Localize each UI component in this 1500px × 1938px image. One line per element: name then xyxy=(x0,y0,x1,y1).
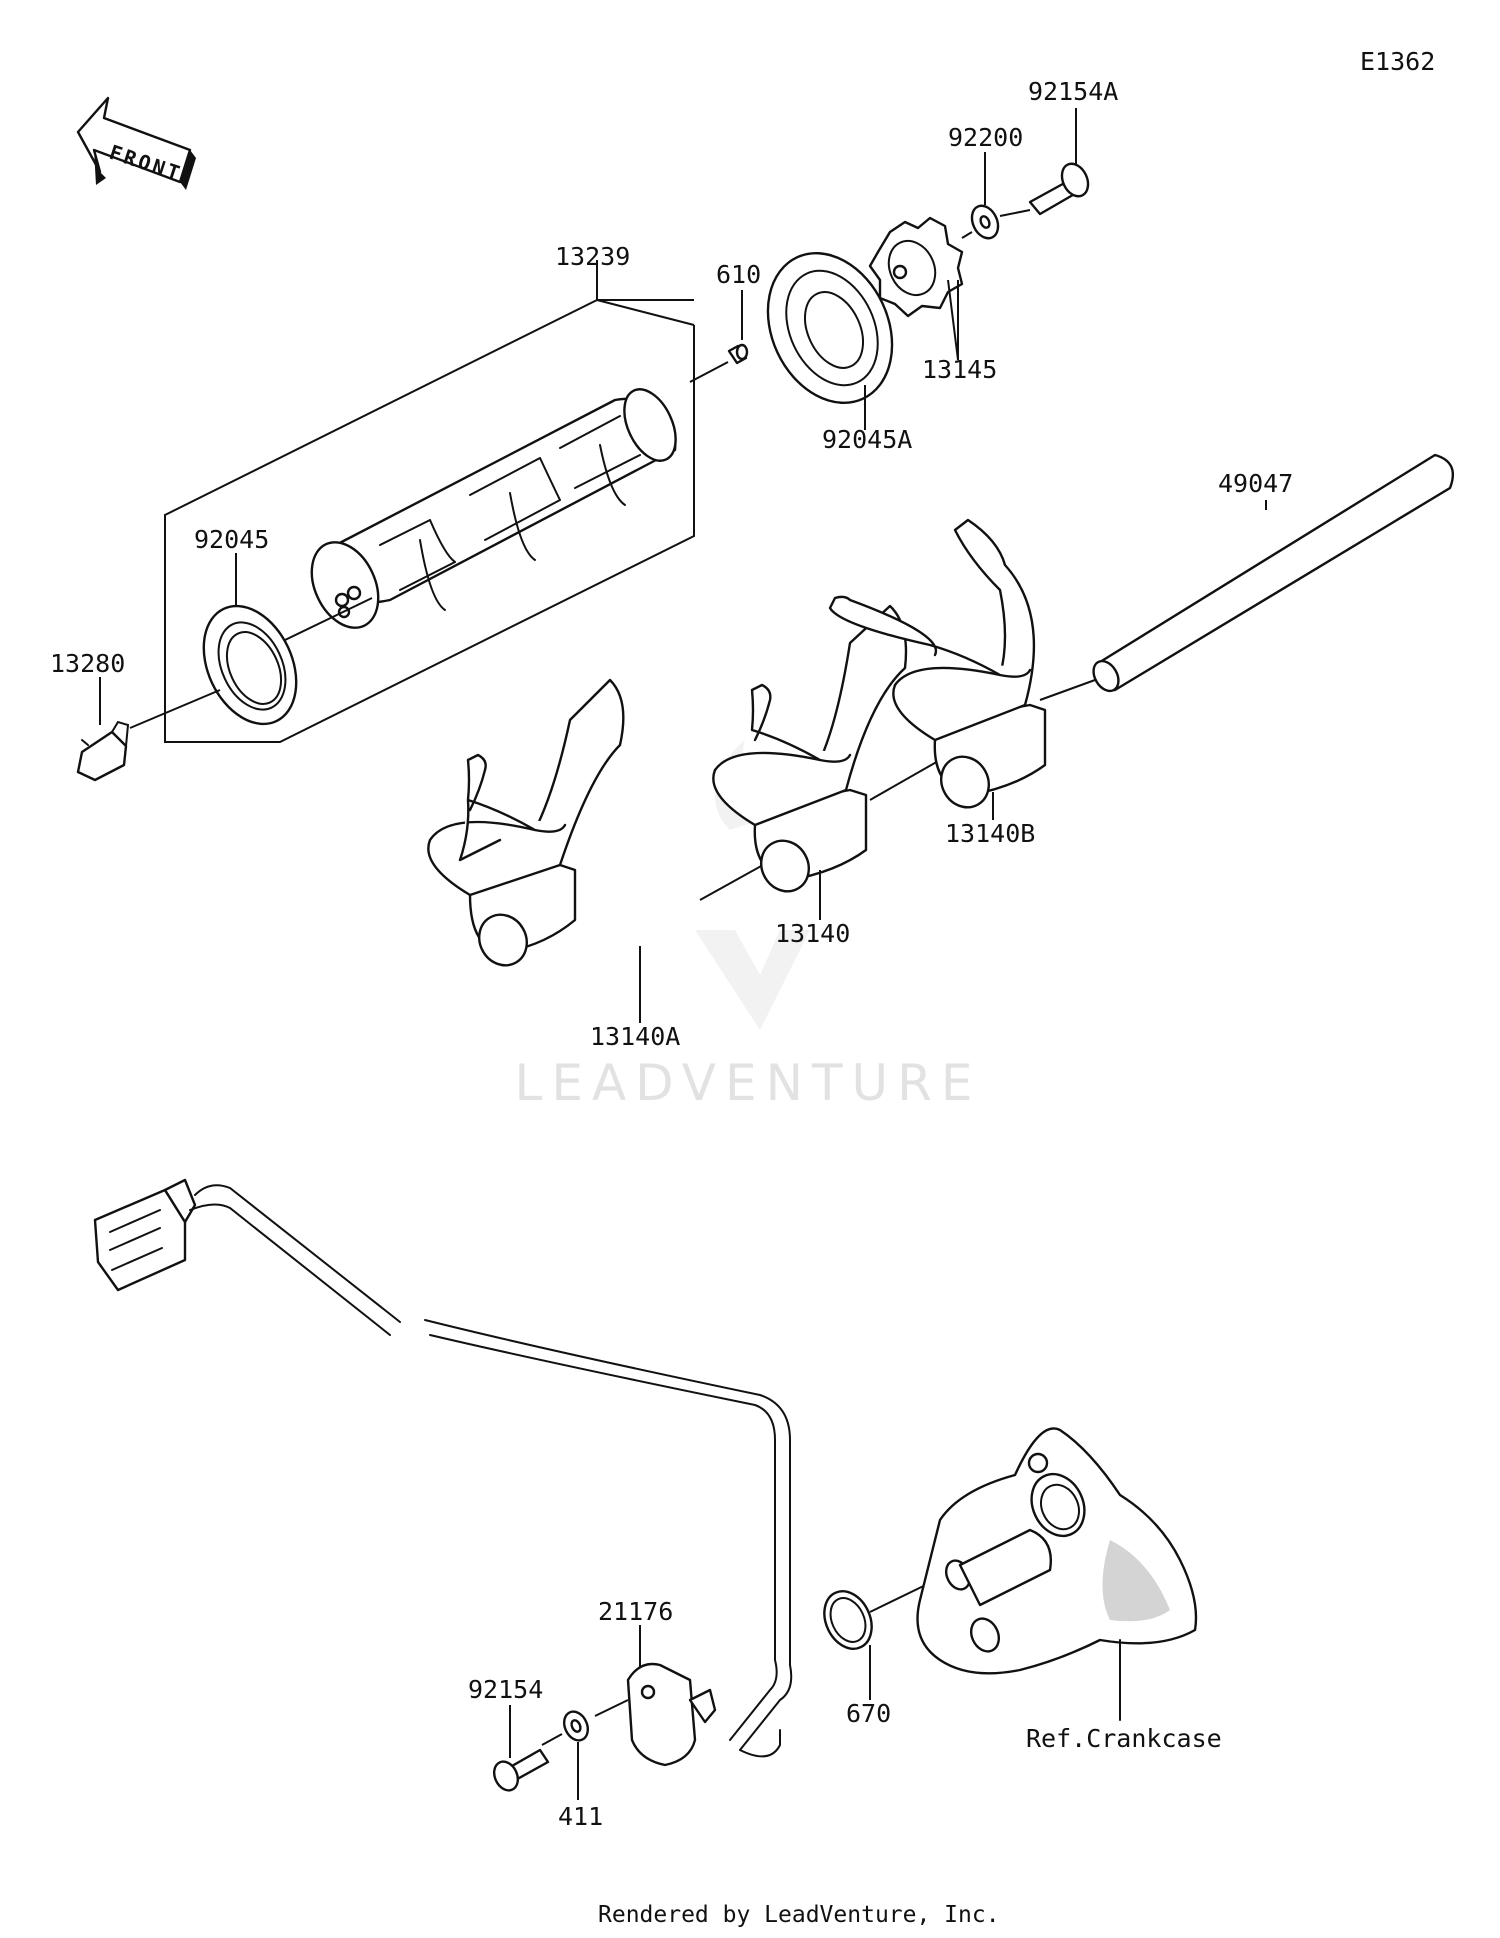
pin-610 xyxy=(727,343,749,365)
label-670: 670 xyxy=(846,1699,891,1728)
label-13145: 13145 xyxy=(922,355,997,384)
label-92200: 92200 xyxy=(948,123,1023,152)
fork-13140 xyxy=(712,604,908,893)
bolt-92154 xyxy=(492,1748,550,1792)
label-13140: 13140 xyxy=(775,919,850,948)
sensor-connector xyxy=(93,1178,197,1292)
label-13239: 13239 xyxy=(555,242,630,271)
harness-wire-1 xyxy=(194,1184,401,1323)
label-13140A: 13140A xyxy=(590,1022,680,1051)
fork-13140A xyxy=(427,678,625,967)
group-bracket xyxy=(164,299,695,743)
label-92045A: 92045A xyxy=(822,425,912,454)
label-13280: 13280 xyxy=(50,649,125,678)
label-92154: 92154 xyxy=(468,1675,543,1704)
footer-credit: Rendered by LeadVenture, Inc. xyxy=(598,1902,1000,1928)
gear-13145 xyxy=(868,216,964,318)
label-13140B: 13140B xyxy=(945,819,1035,848)
seal-92045 xyxy=(202,604,298,726)
washer-411 xyxy=(562,1710,590,1742)
sensor-21176 xyxy=(626,1662,717,1767)
fork-13140B xyxy=(828,518,1047,809)
label-49047: 49047 xyxy=(1218,469,1293,498)
crankcase-ref xyxy=(916,1427,1198,1721)
label-411: 411 xyxy=(558,1802,603,1831)
label-92045: 92045 xyxy=(194,525,269,554)
watermark-text: LEADVENTURE xyxy=(515,1054,982,1112)
diagram-id: E1362 xyxy=(1360,47,1435,76)
bolt-92154A xyxy=(1028,162,1090,216)
washer-92200 xyxy=(970,204,1000,240)
label-ref-crankcase: Ref.Crankcase xyxy=(1026,1724,1222,1753)
harness-wire-2 xyxy=(424,1319,793,1751)
label-92154A: 92154A xyxy=(1028,77,1118,106)
shaft-49047 xyxy=(1092,453,1455,693)
label-610: 610 xyxy=(716,260,761,289)
bearing-92045A xyxy=(766,251,894,405)
label-21176: 21176 xyxy=(598,1597,673,1626)
oring-670 xyxy=(823,1590,873,1650)
shift-drum xyxy=(310,388,677,629)
pin-13280 xyxy=(76,720,130,782)
front-arrow-icon: FRONT xyxy=(76,96,196,190)
